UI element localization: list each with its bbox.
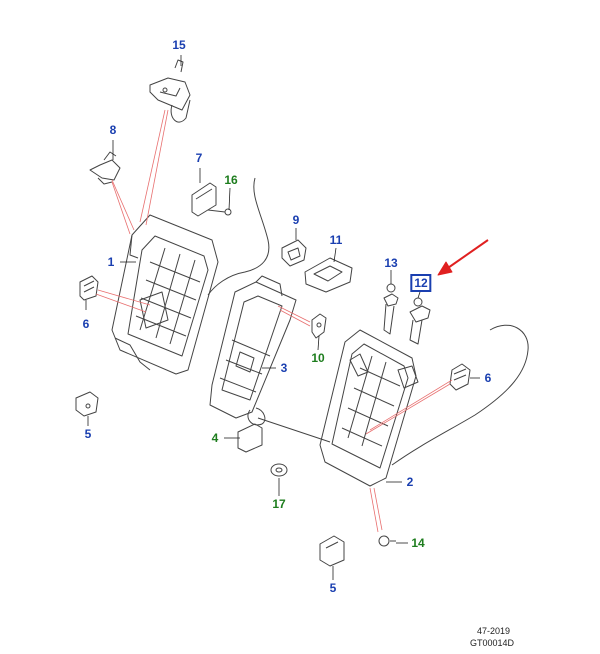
- pivot-rod: [257, 417, 331, 443]
- part-13-headrest-guide: [383, 283, 399, 335]
- part-14-nut: [378, 535, 396, 547]
- callout-9: 9: [292, 213, 300, 227]
- footer-drawing-id: GT00014D: [470, 638, 515, 648]
- part-12-headrest-guide: [409, 297, 431, 345]
- callout-14: 14: [411, 536, 425, 550]
- callout-16: 16: [224, 173, 238, 187]
- callout-8: 8: [109, 123, 117, 137]
- callout-1: 1: [107, 255, 115, 269]
- part-5-left-foot-bracket: [75, 391, 99, 417]
- part-5-bottom-foot-bracket: [319, 535, 345, 567]
- callout-10: 10: [311, 351, 325, 365]
- part-8-release-handle: [89, 151, 121, 185]
- reference-lines: [95, 109, 453, 533]
- release-cable-right: [391, 324, 529, 466]
- callout-5-left: 5: [84, 427, 92, 441]
- part-6-left-hinge: [79, 275, 99, 301]
- callout-6-left: 6: [82, 317, 90, 331]
- callout-5-bottom: 5: [329, 581, 337, 595]
- highlight-arrow: [437, 239, 489, 276]
- footer-date-code: 47-2019: [477, 626, 511, 636]
- part-2-right-seatback-frame: [319, 329, 419, 487]
- callout-4: 4: [211, 431, 219, 445]
- callout-2: 2: [406, 475, 414, 489]
- part-11-bezel: [304, 257, 353, 293]
- callout-17: 17: [272, 497, 286, 511]
- callout-13: 13: [384, 256, 398, 270]
- callout-3: 3: [280, 361, 288, 375]
- callout-15: 15: [172, 38, 186, 52]
- callout-6-right: 6: [484, 371, 492, 385]
- callout-11: 11: [329, 233, 343, 247]
- part-1-left-seatback-frame: [111, 214, 219, 375]
- part-4-pivot-bracket: [237, 407, 266, 453]
- part-3-center-seatback-frame: [209, 275, 297, 419]
- part-9-cover: [281, 239, 307, 267]
- part-15-latch: [149, 59, 191, 123]
- part-17-washer: [270, 463, 288, 477]
- callout-7: 7: [195, 151, 203, 165]
- leader-lines: [85, 55, 480, 580]
- part-7-bracket: [191, 182, 217, 217]
- part-10-clip: [311, 313, 327, 339]
- callout-12: 12: [410, 274, 432, 292]
- part-6-right-hinge: [449, 363, 471, 391]
- part-16-bolt: [207, 208, 232, 216]
- release-cable-left: [207, 177, 270, 296]
